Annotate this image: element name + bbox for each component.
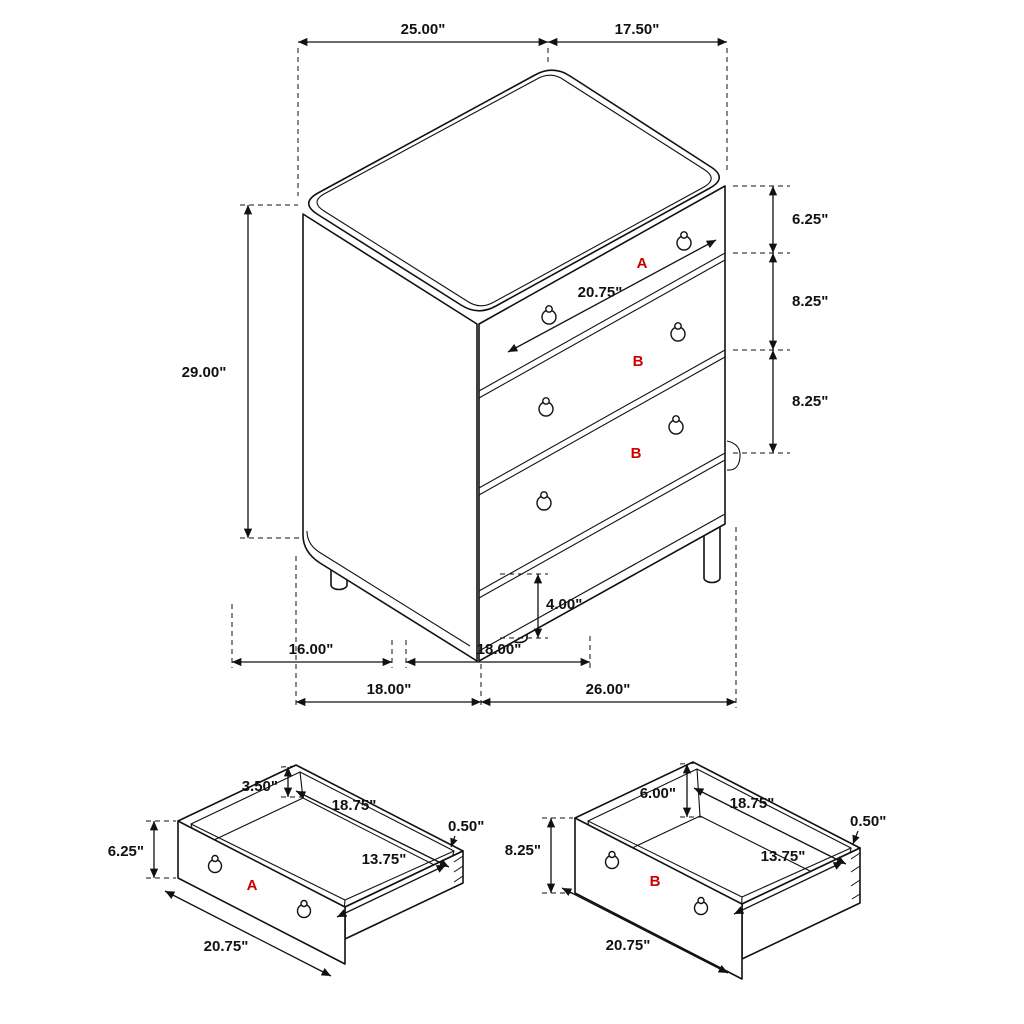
dim-label-leg-spacing-depth: 16.00" — [289, 641, 334, 658]
drawer-knob — [668, 415, 684, 435]
dim-leader-wall-thickness — [852, 830, 860, 845]
dim-label-overall-width: 20.75" — [204, 938, 249, 955]
wall-hatch-line — [850, 865, 861, 873]
dim-extension-line — [679, 762, 697, 765]
drawer-separator-line — [478, 452, 726, 592]
drawer-knob — [604, 850, 620, 870]
wall-hatch-line — [850, 879, 861, 887]
drawer-knob — [536, 491, 552, 511]
dim-label-body-width: 25.00" — [401, 21, 446, 38]
dim-label-interior-width: 18.75" — [332, 797, 377, 814]
dim-line-interior-width — [295, 790, 450, 868]
drawer-separator-line — [478, 349, 726, 489]
chest-top-panel-inner-edge — [316, 74, 712, 307]
dim-label-overall-depth: 18.00" — [367, 681, 412, 698]
dim-line-interior-width — [693, 787, 847, 865]
dim-label-wall-thickness: 0.50" — [448, 818, 484, 835]
drawer-knob — [207, 854, 223, 874]
drawer-b-view: B 6.00" 18.75" 0.50" 13.75" 8.25" 20.75" — [505, 761, 886, 980]
dim-label-drawer-front-width: 20.75" — [578, 284, 623, 301]
chest-side-panel — [302, 213, 478, 662]
chest-leg-back-bracket — [726, 440, 741, 471]
dim-label-interior-depth: 13.75" — [362, 851, 407, 868]
dim-line-overall-width — [164, 890, 332, 977]
dim-line-interior-depth — [733, 861, 844, 915]
dim-label-interior-depth: 13.75" — [761, 848, 806, 865]
dim-label-wall-thickness: 0.50" — [850, 813, 886, 830]
dim-label-side-height: 3.50" — [242, 778, 278, 795]
drawer-b-letter: B — [650, 873, 661, 890]
wall-hatch-line — [850, 852, 861, 860]
dim-line-interior-depth — [336, 864, 447, 918]
dim-label-middle-drawer-height: 8.25" — [792, 293, 828, 310]
chest-side-base-edge — [306, 530, 471, 647]
drawer-separator-line — [478, 356, 726, 496]
dim-leader-wall-thickness — [450, 835, 458, 848]
drawer-b-letter: B — [633, 353, 644, 370]
dim-label-side-height: 6.00" — [640, 785, 676, 802]
dim-label-height: 29.00" — [182, 364, 227, 381]
drawer-a-letter: A — [637, 255, 648, 272]
drawer-b-letter: B — [631, 445, 642, 462]
drawer-a-view: A 3.50" 18.75" 0.50" 13.75" 6.25" 20.75" — [108, 764, 484, 977]
drawer-separator-line — [478, 459, 726, 599]
chest-leg-left — [330, 526, 348, 591]
chest-top-panel — [307, 69, 721, 312]
dim-label-leg-spacing-width: 18.00" — [477, 641, 522, 658]
dim-label-leg-height: 4.00" — [546, 596, 582, 613]
drawer-b-dimensions: 6.00" 18.75" 0.50" 13.75" 8.25" 20.75" — [505, 762, 886, 974]
chest-dimensions: 25.00" 17.50" 29.00" 6.25" 8.25" 8.25" 2… — [182, 21, 828, 708]
wall-hatch-line — [453, 855, 464, 863]
dim-label-overall-width: 20.75" — [606, 937, 651, 954]
dim-label-front-height: 8.25" — [505, 842, 541, 859]
drawer-knob — [538, 397, 554, 417]
wall-hatch-line — [453, 865, 464, 873]
chest-front-base-edge — [478, 513, 726, 652]
wall-hatch-line — [851, 893, 861, 900]
chest-view: A B B 25.00" 17.50" 29.00" — [182, 21, 828, 708]
chest-leg-right — [703, 519, 721, 584]
dim-label-interior-width: 18.75" — [730, 795, 775, 812]
dim-label-top-drawer-height: 6.25" — [792, 211, 828, 228]
drawer-a-dimensions: 3.50" 18.75" 0.50" 13.75" 6.25" 20.75" — [108, 765, 484, 977]
drawer-a-letter: A — [247, 877, 258, 894]
dim-label-overall-width: 26.00" — [586, 681, 631, 698]
dim-label-front-height: 6.25" — [108, 843, 144, 860]
dim-line-drawer-front-width — [507, 239, 717, 353]
dim-label-body-depth: 17.50" — [615, 21, 660, 38]
dim-label-bottom-drawer-height: 8.25" — [792, 393, 828, 410]
dim-line-overall-width — [561, 887, 729, 974]
dim-extension-line — [280, 765, 299, 768]
wall-hatch-line — [453, 875, 464, 883]
